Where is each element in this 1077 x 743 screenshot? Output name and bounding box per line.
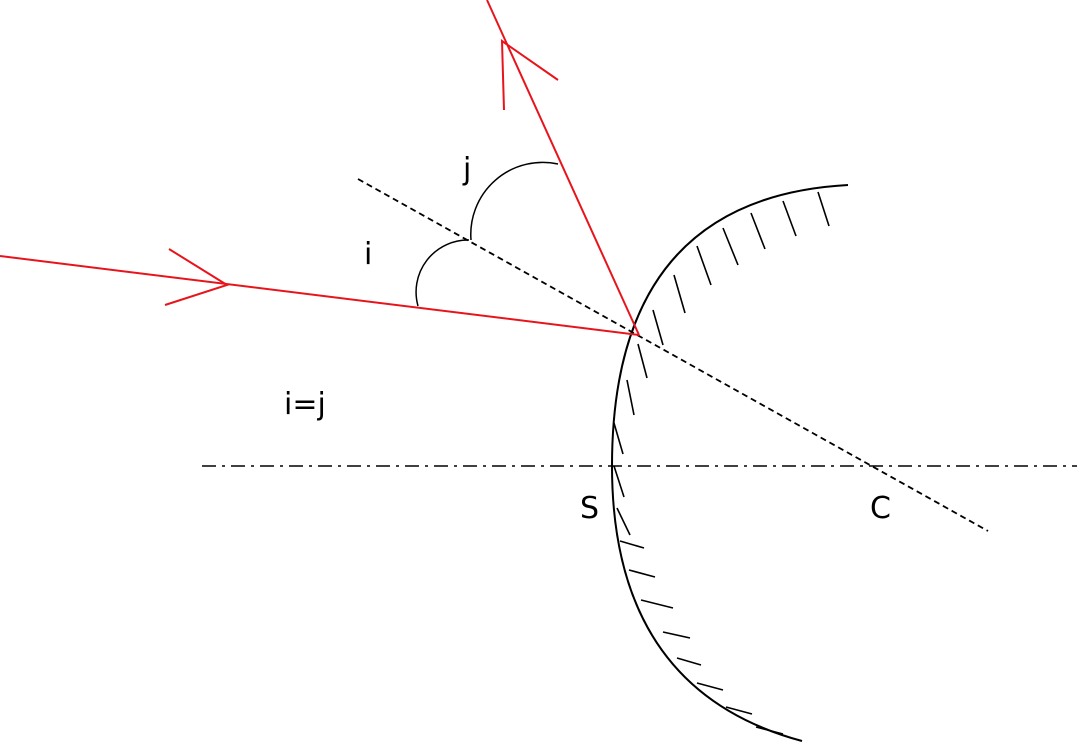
label-vertex-s: S bbox=[580, 491, 599, 526]
mirror-hatching bbox=[613, 191, 830, 735]
reflected-ray bbox=[486, 0, 640, 336]
incident-ray-arrowhead bbox=[164, 248, 230, 306]
label-center-c: C bbox=[870, 491, 891, 526]
normal-line bbox=[357, 178, 989, 532]
label-angle-i: i bbox=[364, 237, 372, 272]
label-equality: i=j bbox=[284, 387, 326, 422]
mirror-arc bbox=[610, 184, 849, 742]
incident-ray bbox=[0, 248, 640, 336]
angle-i-arc bbox=[415, 239, 470, 307]
angle-j-arc bbox=[470, 161, 559, 241]
label-angle-j: j bbox=[462, 152, 471, 187]
reflected-ray-arrowhead bbox=[500, 39, 559, 111]
